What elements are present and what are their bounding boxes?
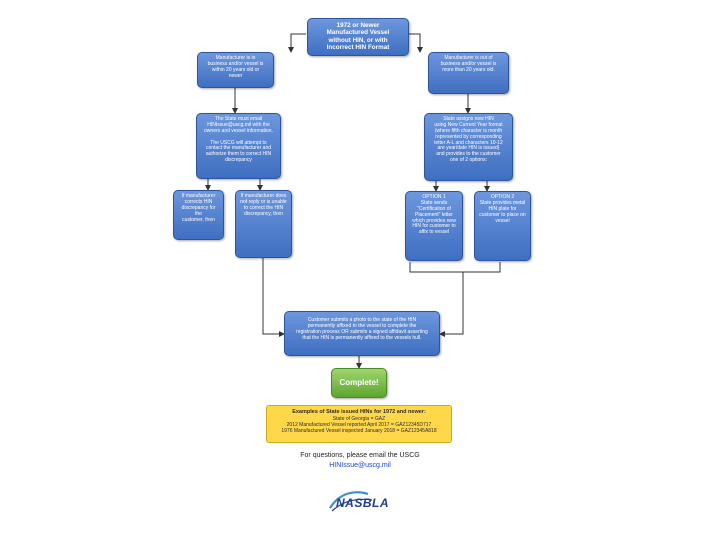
- manufacturer-active-box: Manufacturer is in business and/or vesse…: [197, 52, 274, 88]
- example-line-2: 2012 Manufactured Vessel reported April …: [286, 421, 432, 428]
- examples-heading: Examples of State issued HINs for 1972 a…: [292, 409, 426, 415]
- start-box: 1972 or Newer Manufactured Vessel withou…: [307, 18, 409, 56]
- manufacturer-corrects-box: If manufacturer corrects HIN discrepancy…: [173, 190, 224, 240]
- customer-submits-photo-box: Customer submits a photo to the state of…: [284, 311, 440, 356]
- questions-text: For questions, please email the USCG: [300, 452, 420, 459]
- manufacturer-inactive-box: Manufacturer is out of business and/or v…: [428, 52, 509, 94]
- complete-box: Complete!: [331, 368, 387, 398]
- example-line-3: 1976 Manufactured Vessel inspected Janua…: [281, 427, 437, 434]
- uscg-email-link[interactable]: HINIssue@uscg.mil: [329, 462, 391, 469]
- connector-top-left: [288, 33, 306, 53]
- connector-option2-to-customer: [463, 262, 501, 273]
- option-1-box: OPTION 1 State sends "Certification of P…: [405, 191, 463, 261]
- manufacturer-declines-box: If manufacturer does not reply or is una…: [235, 190, 292, 258]
- state-assigns-hin-box: State assigns new HIN using New Current …: [424, 113, 513, 181]
- option-2-box: OPTION 2 State provides metal HIN plate …: [474, 191, 531, 261]
- state-email-uscg-box: The State must email HINIssue@uscg.mil w…: [196, 113, 281, 179]
- connector-top-right: [409, 33, 423, 53]
- connector-declines-to-customer: [262, 258, 285, 337]
- hin-examples-box: Examples of State issued HINs for 1972 a…: [266, 405, 452, 443]
- nasbla-logo: NASBLA: [328, 488, 398, 514]
- nasbla-logo-text: NASBLA: [336, 496, 389, 510]
- nasbla-swoosh-icon: [329, 491, 373, 512]
- example-line-1: State of Georgia = GAZ: [332, 415, 386, 422]
